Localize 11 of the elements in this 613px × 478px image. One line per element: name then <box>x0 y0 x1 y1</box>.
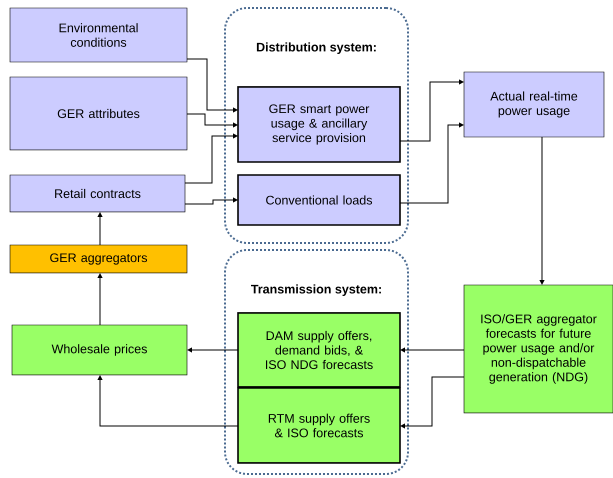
process-box: RTM supply offers & ISO forecasts <box>237 387 401 464</box>
process-box: GER aggregators <box>10 244 188 274</box>
process-box: DAM supply offers, demand bids, & ISO NDG forecasts <box>237 312 401 388</box>
process-box: Wholesale prices <box>12 324 188 376</box>
process-box: Conventional loads <box>237 174 401 226</box>
process-box: GER smart power usage & ancillary service provision <box>237 86 401 163</box>
process-box: GER attributes <box>10 76 188 150</box>
process-box: Environmental conditions <box>10 8 188 62</box>
process-box: ISO/GER aggregator forecasts for future power usage and/or non-dispatchable generation (NDG) <box>464 284 613 414</box>
process-box: Actual real-time power usage <box>464 72 604 138</box>
process-box: Retail contracts <box>10 174 186 212</box>
